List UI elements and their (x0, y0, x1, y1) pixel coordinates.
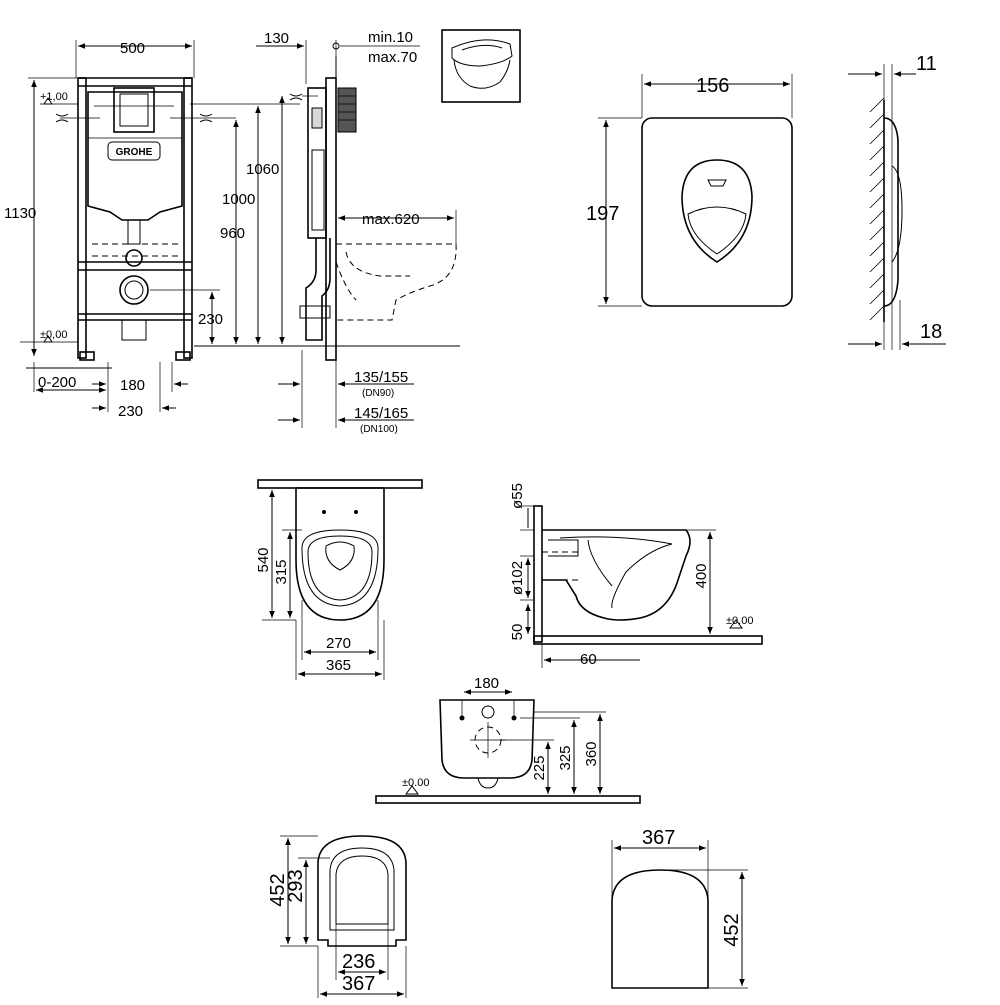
bowl-rear-view: 180 225 325 360 ±0.00 (375, 675, 641, 804)
dim-seat-236: 236 (342, 951, 375, 973)
dim-width-180: 180 (120, 377, 145, 394)
flush-plate-side (337, 87, 357, 133)
dim-width-230: 230 (118, 403, 143, 420)
dim-bowl-315: 315 (273, 559, 290, 584)
dim-rear-360: 360 (583, 741, 600, 766)
level-zero-front: ±0,00 (40, 329, 67, 341)
dim-plate-depth-11: 11 (916, 53, 937, 75)
dim-rear-225: 225 (531, 755, 548, 780)
dim-cover-width: 367 (642, 827, 675, 849)
cover-outline (611, 869, 709, 989)
floor-side-view (533, 635, 763, 645)
dim-height-960: 960 (220, 225, 245, 242)
frame-post-left (77, 77, 87, 359)
brand-name: GROHE (116, 147, 153, 158)
dim-height-1000: 1000 (222, 191, 255, 208)
floor-rear-view (375, 795, 641, 804)
frame-front-view: 500 GROHE (4, 40, 460, 420)
dim-bowl-365: 365 (326, 657, 351, 674)
toilet-thumbnail-icon (451, 39, 513, 67)
dim-range-0-200: 0-200 (38, 374, 76, 391)
dim-seat-293: 293 (285, 869, 307, 902)
wall-side-view (533, 505, 543, 643)
bowl-outline-side (542, 529, 691, 621)
bowl-outline-rear (439, 699, 535, 779)
flush-plate-side: 11 18 (848, 53, 946, 350)
flush-plate-front: 156 197 (586, 74, 793, 307)
waste-connector (119, 275, 149, 305)
dim-seat-452: 452 (267, 873, 289, 906)
dim-max-70: max.70 (368, 49, 417, 66)
dim-depth-130: 130 (264, 30, 289, 47)
brand-badge (107, 141, 161, 161)
toilet-thumbnail-frame (441, 29, 521, 103)
dim-135-155: 135/155 (354, 369, 408, 386)
flush-opening (113, 87, 155, 133)
seat-view: 452 293 236 367 (267, 835, 407, 998)
dim-dn90: (DN90) (362, 388, 394, 399)
dim-offset-60: 60 (580, 651, 597, 668)
dim-plate-width: 156 (696, 75, 729, 97)
dim-min-10: min.10 (368, 29, 413, 46)
frame-side-view: 130 min.10 max.70 max.620 (194, 29, 521, 435)
dim-bowl-height-400: 400 (693, 563, 710, 588)
level-plus-1: +1,00 (40, 91, 68, 103)
dim-bowl-length: 540 (255, 547, 272, 572)
dim-145-165: 145/165 (354, 405, 408, 422)
cistern-body (87, 91, 183, 221)
dim-height-1060: 1060 (246, 161, 279, 178)
dim-height-50: 50 (509, 624, 526, 641)
dim-cover-452: 452 (721, 913, 743, 946)
dim-max-620: max.620 (362, 211, 420, 228)
bowl-top-view: 540 315 270 365 (255, 479, 423, 680)
dim-plate-height: 197 (586, 203, 619, 225)
seat-outline (317, 835, 407, 947)
level-zero-bowl: ±0.00 (726, 615, 753, 627)
bowl-side-view: ø55 ø102 50 400 ±0.00 60 (509, 483, 763, 668)
wall-top-view (257, 479, 423, 489)
bowl-outline-top (295, 487, 385, 621)
dim-outlet-102: ø102 (509, 561, 526, 595)
dim-frame-height: 1130 (4, 205, 36, 222)
dim-frame-width: 500 (120, 40, 145, 57)
cover-view: 367 452 (611, 827, 748, 989)
flush-button-small[interactable] (687, 206, 747, 255)
flush-button-outline[interactable] (681, 159, 753, 263)
dim-bowl-270: 270 (326, 635, 351, 652)
dim-dn100: (DN100) (360, 424, 398, 435)
dim-rear-180: 180 (474, 675, 499, 692)
dim-plate-depth-18: 18 (920, 321, 942, 343)
dim-height-230: 230 (198, 311, 223, 328)
frame-post-right (183, 77, 193, 359)
plate-body (641, 117, 793, 307)
dim-seat-367: 367 (342, 973, 375, 995)
dim-rear-325: 325 (557, 745, 574, 770)
dim-inlet-55: ø55 (509, 483, 526, 509)
level-zero-rear: ±0.00 (402, 777, 429, 789)
